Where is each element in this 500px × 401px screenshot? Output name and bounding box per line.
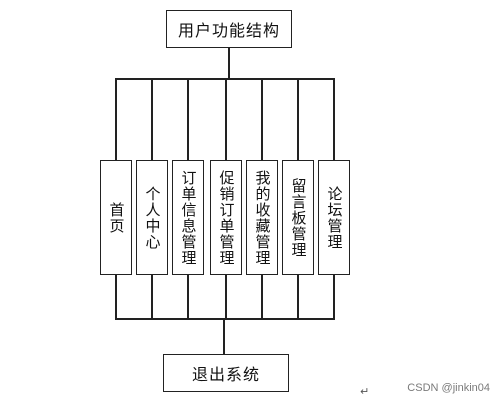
module-node-label: 个人中心 (143, 185, 162, 250)
root-stem-line (228, 48, 230, 79)
exit-node: 退出系统 (163, 354, 289, 392)
module-node-forum-management: 论坛管理 (318, 160, 350, 275)
module-upper-line (115, 78, 117, 160)
module-lower-line (115, 275, 117, 320)
exit-node-label: 退出系统 (191, 365, 260, 384)
root-node: 用户功能结构 (166, 10, 292, 48)
module-upper-line (261, 78, 263, 160)
module-node-label: 促销订单管理 (217, 169, 236, 266)
module-upper-line (333, 78, 335, 160)
module-node-label: 订单信息管理 (179, 169, 198, 266)
root-node-label: 用户功能结构 (177, 21, 280, 40)
paragraph-return-mark: ↵ (360, 385, 370, 398)
csdn-watermark: CSDN @jinkin04 (407, 382, 490, 394)
module-node-my-favorites-management: 我的收藏管理 (246, 160, 278, 275)
module-node-label: 首页 (107, 201, 126, 234)
module-upper-line (187, 78, 189, 160)
module-upper-line (297, 78, 299, 160)
module-node-label: 留言板管理 (289, 177, 308, 258)
top-bus-line (115, 78, 334, 80)
module-lower-line (333, 275, 335, 320)
module-node-label: 我的收藏管理 (253, 169, 272, 266)
module-lower-line (225, 275, 227, 320)
module-node-promo-order-management: 促销订单管理 (210, 160, 242, 275)
module-lower-line (261, 275, 263, 320)
module-node-personal-center: 个人中心 (136, 160, 168, 275)
module-node-label: 论坛管理 (325, 185, 344, 250)
module-upper-line (151, 78, 153, 160)
module-node-order-info-management: 订单信息管理 (172, 160, 204, 275)
module-lower-line (297, 275, 299, 320)
module-lower-line (151, 275, 153, 320)
exit-stem-line (223, 318, 225, 354)
module-node-message-board-management: 留言板管理 (282, 160, 314, 275)
module-node-home: 首页 (100, 160, 132, 275)
module-upper-line (225, 78, 227, 160)
module-lower-line (187, 275, 189, 320)
